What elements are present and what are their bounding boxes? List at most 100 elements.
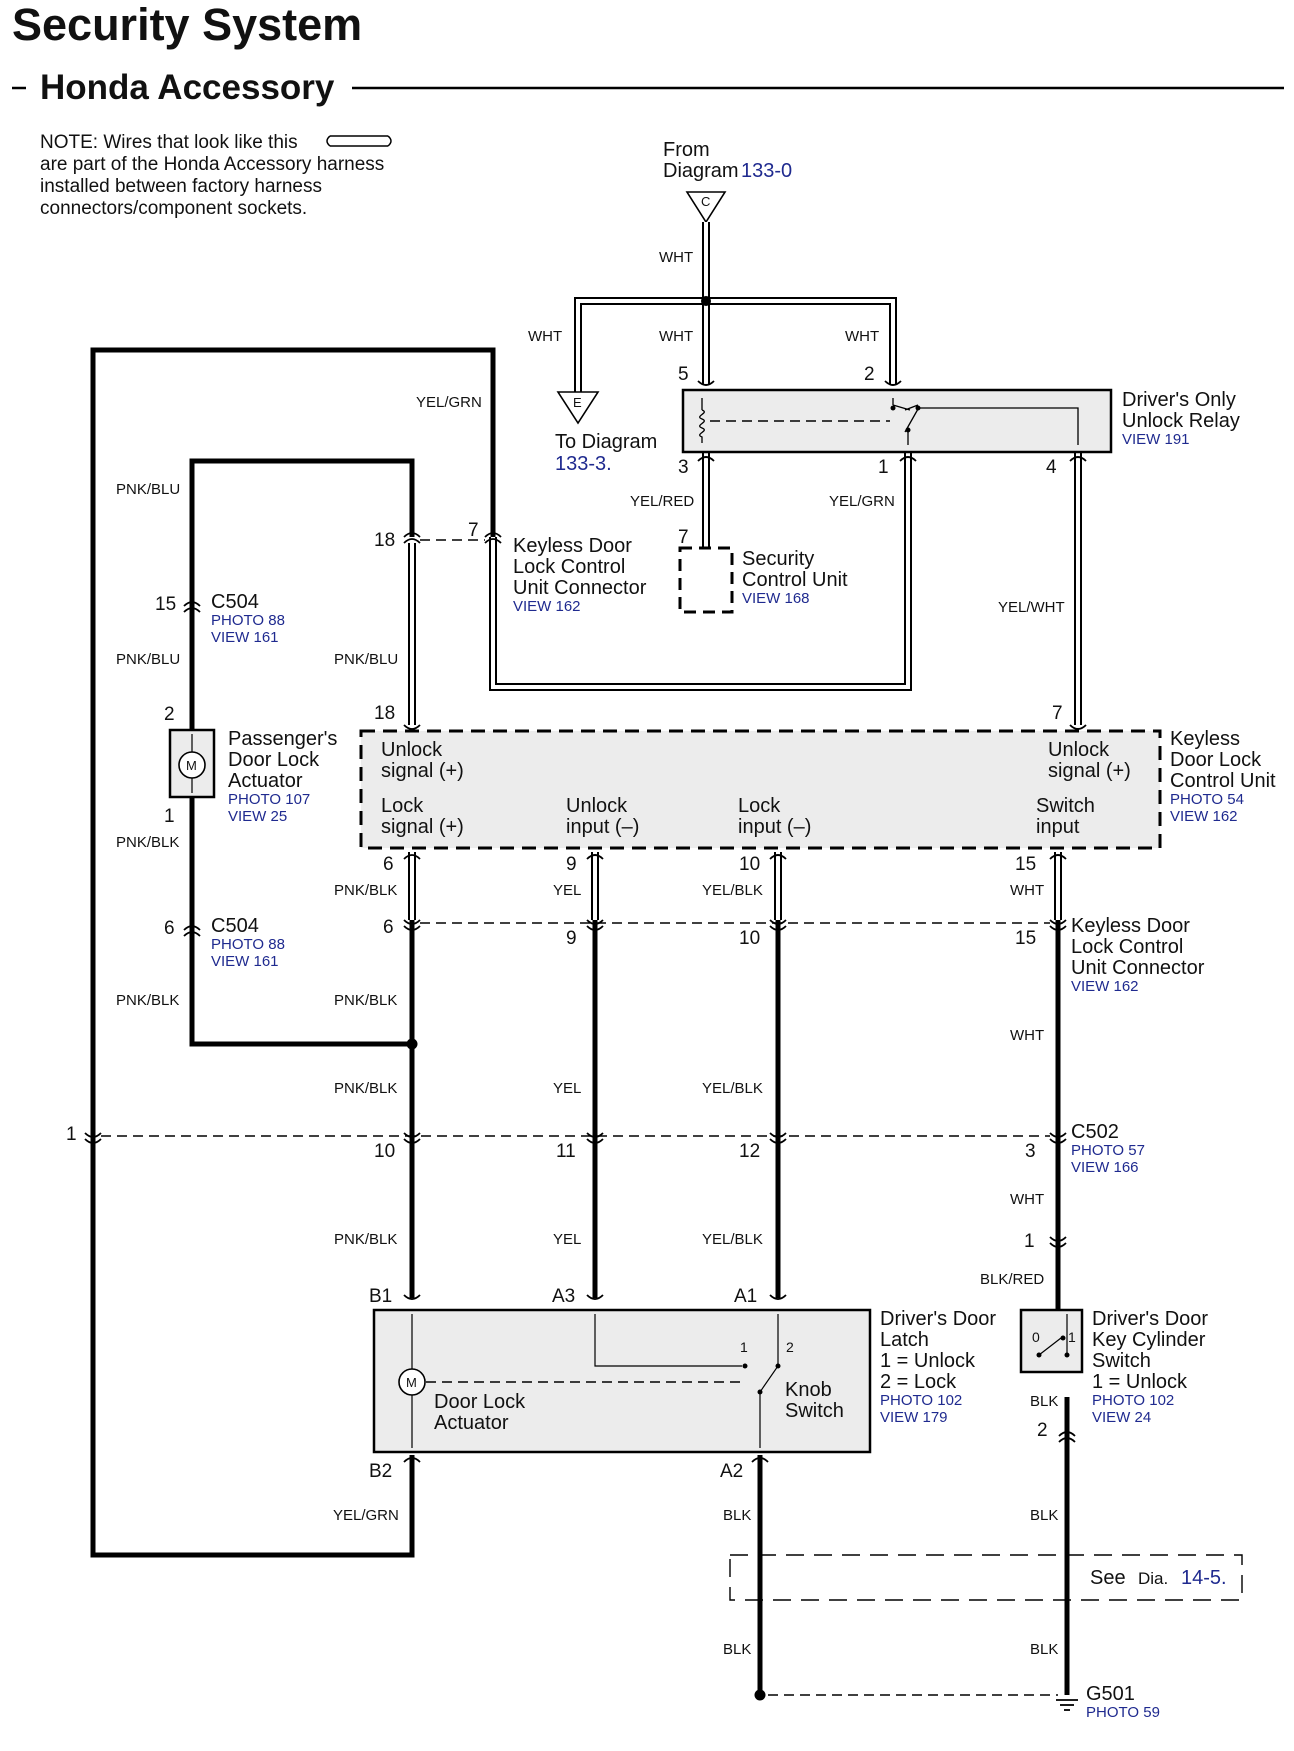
ground-wire-through-box — [757, 1550, 1070, 1605]
c502-pin-12: 12 — [739, 1141, 760, 1162]
relay-view-link[interactable]: VIEW 191 — [1122, 431, 1190, 448]
pass-actuator-pin-2: 2 — [164, 704, 175, 725]
kcu-pin-15: 15 — [1015, 854, 1036, 875]
key-switch-name-2: Key Cylinder — [1092, 1329, 1206, 1351]
wire-label: PNK/BLK — [334, 882, 397, 899]
note-line-1: NOTE: Wires that look like this — [40, 132, 298, 153]
wire-label: WHT — [528, 328, 562, 345]
wire-label: PNK/BLK — [334, 992, 397, 1009]
wire-label: PNK/BLK — [334, 1231, 397, 1248]
latch-state-1: 1 = Unlock — [880, 1350, 976, 1372]
c504-bottom-name: C504 — [211, 915, 259, 937]
c502-view-link[interactable]: VIEW 166 — [1071, 1159, 1139, 1176]
kcu-lock-signal-2: signal (+) — [381, 816, 464, 838]
motor-icon — [178, 751, 206, 779]
key-cylinder-switch-box — [1019, 1308, 1084, 1374]
c504-bottom-view-link[interactable]: VIEW 161 — [211, 953, 279, 970]
page-title: Security System — [12, 0, 362, 50]
c504-top-pin: 15 — [155, 594, 176, 615]
latch-pin-a2: A2 — [720, 1461, 743, 1482]
relay-contact-icon — [892, 398, 919, 411]
c504-top-photo-link[interactable]: PHOTO 88 — [211, 612, 285, 629]
pass-actuator-photo-link[interactable]: PHOTO 107 — [228, 791, 310, 808]
kcu-pin-18: 18 — [374, 703, 395, 724]
key-switch-name-1: Driver's Door — [1092, 1308, 1208, 1330]
c502-pin-3: 3 — [1025, 1141, 1036, 1162]
knob-switch-icon — [759, 1314, 779, 1448]
kcu-view-link[interactable]: VIEW 162 — [1170, 808, 1238, 825]
key-switch-view-link[interactable]: VIEW 24 — [1092, 1409, 1151, 1426]
latch-state-2: 2 = Lock — [880, 1371, 957, 1393]
kcu-switch-input-2: input — [1036, 816, 1080, 838]
kc-mid-pin-15: 15 — [1015, 928, 1036, 949]
wire-label: WHT — [1010, 1191, 1044, 1208]
wire-label: YEL/GRN — [333, 1507, 399, 1524]
kc-mid-pin-10: 10 — [739, 928, 760, 949]
kc-top-view-link[interactable]: VIEW 162 — [513, 598, 581, 615]
wire-label: BLK — [1030, 1507, 1058, 1524]
wire-label: YEL — [553, 882, 581, 899]
see-label: See — [1090, 1567, 1126, 1589]
latch-name-1: Driver's Door — [880, 1308, 996, 1330]
key-switch-pin-1: 1 — [1024, 1231, 1035, 1252]
latch-view-link[interactable]: VIEW 179 — [880, 1409, 948, 1426]
kcu-lock-input-1: Lock — [738, 795, 781, 817]
wire-label: PNK/BLK — [116, 834, 179, 851]
kcu-unlock-input-2: input (–) — [566, 816, 639, 838]
knob-sw-2: 2 — [786, 1339, 794, 1355]
kcu-photo-link[interactable]: PHOTO 54 — [1170, 791, 1244, 808]
accessory-harness-wires — [408, 222, 1082, 920]
wire-label: BLK — [1030, 1641, 1058, 1658]
wire-label: BLK — [723, 1641, 751, 1658]
ground-photo-link[interactable]: PHOTO 59 — [1086, 1704, 1160, 1721]
key-switch-icon — [1038, 1314, 1068, 1356]
knob-switch-name-2: Switch — [785, 1400, 844, 1422]
kcu-switch-input-1: Switch — [1036, 795, 1095, 817]
kcu-lock-input-2: input (–) — [738, 816, 811, 838]
wire-color-labels: WHT WHT WHT WHT YEL/GRN YEL/RED YEL/GRN … — [116, 249, 1065, 1658]
kcu-pin-6: 6 — [383, 854, 394, 875]
key-switch-state: 1 = Unlock — [1092, 1371, 1188, 1393]
relay-coil-icon — [699, 398, 705, 443]
kcu-name-1: Keyless — [1170, 728, 1240, 750]
relay-pin-3: 3 — [678, 457, 689, 478]
latch-photo-link[interactable]: PHOTO 102 — [880, 1392, 962, 1409]
relay-name-1: Driver's Only — [1122, 389, 1236, 411]
latch-pin-a3: A3 — [552, 1286, 575, 1307]
key-switch-photo-link[interactable]: PHOTO 102 — [1092, 1392, 1174, 1409]
kc-mid-view-link[interactable]: VIEW 162 — [1071, 978, 1139, 995]
security-unit-name-2: Control Unit — [742, 569, 848, 591]
security-control-unit-box — [678, 546, 734, 614]
wire-label: YEL/WHT — [998, 599, 1065, 616]
pass-actuator-name-2: Door Lock — [228, 749, 320, 771]
security-unit-view-link[interactable]: VIEW 168 — [742, 590, 810, 607]
wire-label: PNK/BLU — [334, 651, 398, 668]
c504-top-view-link[interactable]: VIEW 161 — [211, 629, 279, 646]
latch-pin-b2: B2 — [369, 1461, 392, 1482]
wire-label: YEL/BLK — [702, 1080, 763, 1097]
node-e-label: E — [573, 395, 582, 410]
pass-actuator-name-1: Passenger's — [228, 728, 337, 750]
key-switch-pin-2: 2 — [1037, 1420, 1048, 1441]
node-c-label: C — [701, 194, 710, 209]
c502-name: C502 — [1071, 1121, 1119, 1143]
splice-dot-pnk-blk — [406, 1038, 418, 1050]
from-diagram-ref[interactable]: 133-0 — [741, 160, 792, 182]
to-diagram-ref[interactable]: 133-3. — [555, 453, 612, 475]
c502-photo-link[interactable]: PHOTO 57 — [1071, 1142, 1145, 1159]
kc-top-name-1: Keyless Door — [513, 535, 632, 557]
kcu-unlock-signal-right-1: Unlock — [1048, 739, 1110, 761]
door-motor-icon — [398, 1368, 426, 1396]
wire-label: YEL/GRN — [416, 394, 482, 411]
pass-actuator-view-link[interactable]: VIEW 25 — [228, 808, 287, 825]
kcu-lock-signal-1: Lock — [381, 795, 424, 817]
connector-symbols — [84, 380, 1087, 1463]
kc-mid-name-2: Lock Control — [1071, 936, 1183, 958]
relay-pin-4: 4 — [1046, 457, 1057, 478]
see-dia-ref-link[interactable]: 14-5. — [1181, 1567, 1227, 1589]
kc-top-name-2: Lock Control — [513, 556, 625, 578]
c504-bottom-photo-link[interactable]: PHOTO 88 — [211, 936, 285, 953]
page-subtitle: Honda Accessory — [40, 68, 335, 107]
kc-top-name-3: Unit Connector — [513, 577, 647, 599]
to-diagram-label: To Diagram — [555, 431, 657, 453]
